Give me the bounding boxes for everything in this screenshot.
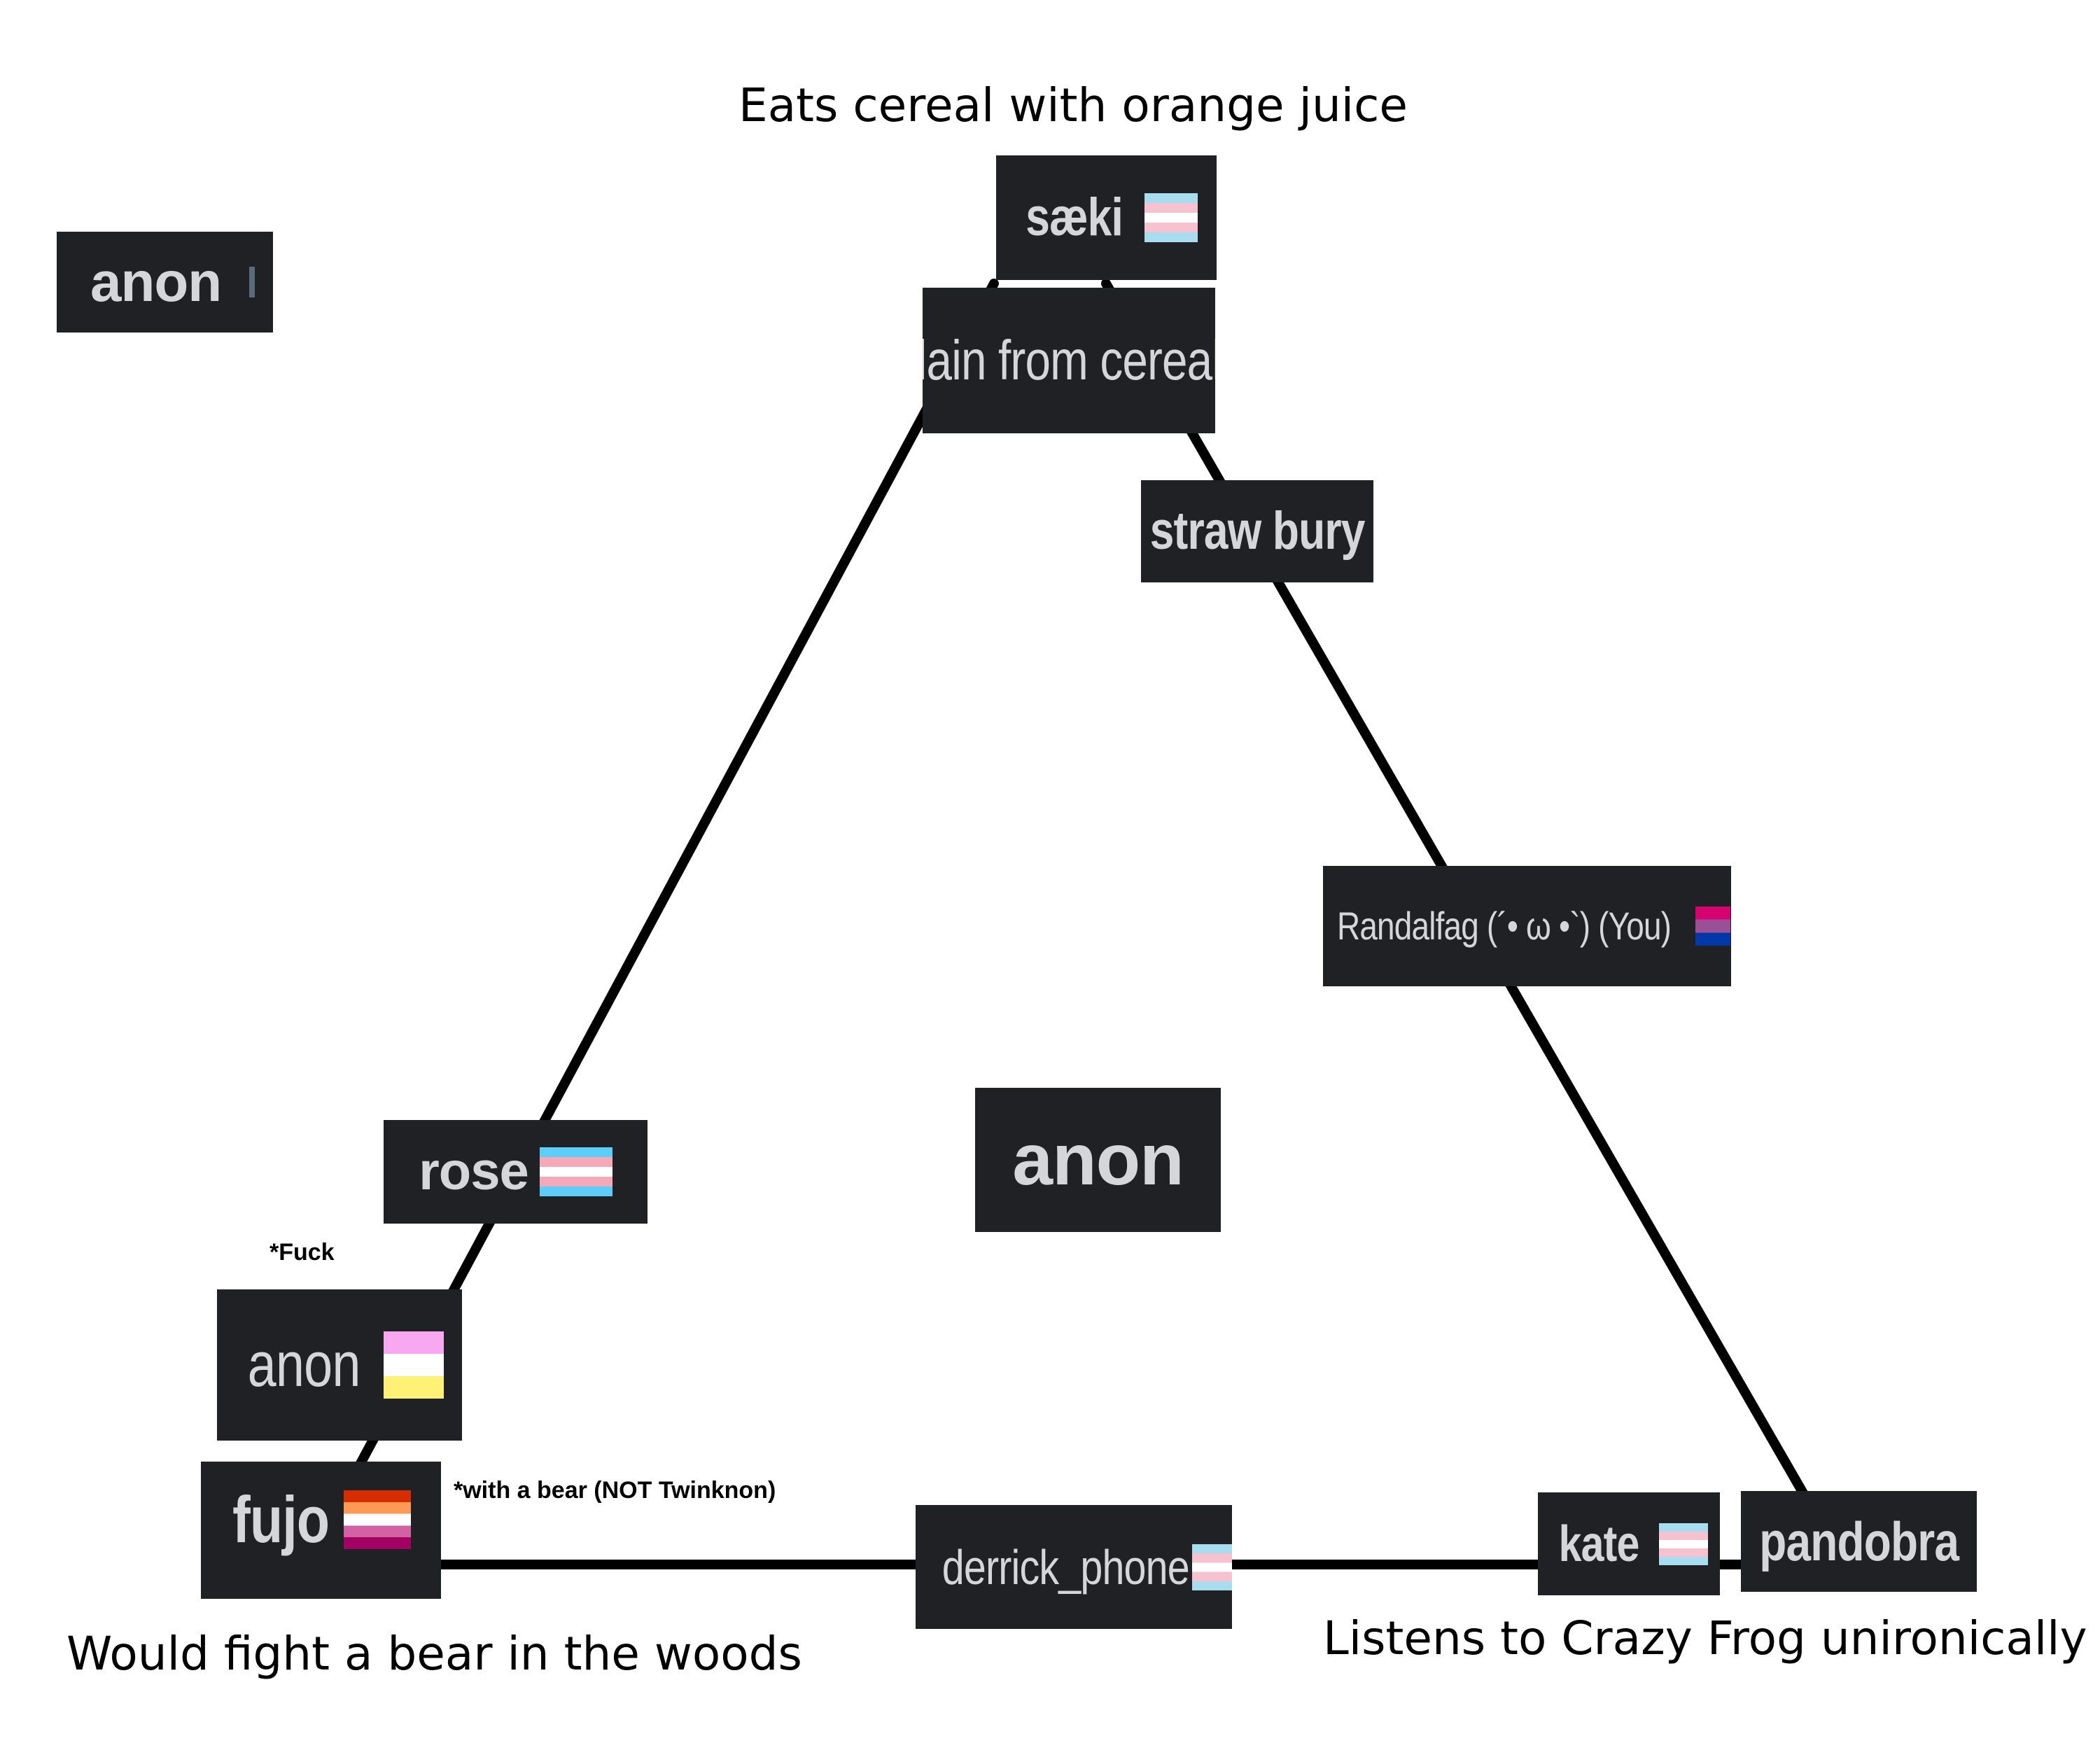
user-tag-lain: lain from cereal — [923, 288, 1215, 433]
user-tag-pandobra: pandobra — [1741, 1491, 1977, 1592]
username: straw bury — [1149, 501, 1366, 561]
username: fujo — [232, 1483, 330, 1556]
user-tag-fujo: fujo — [201, 1462, 441, 1599]
cropped-flag-icon — [249, 267, 255, 298]
lesbian-flag-icon — [344, 1490, 412, 1549]
username: pandobra — [1759, 1511, 1959, 1572]
user-tag-randalfag: Randalfag (´• ω •`) (You) — [1323, 866, 1731, 986]
note-bear: *with a bear (NOT Twinknon) — [454, 1477, 776, 1504]
user-tag-rose: rose — [384, 1120, 648, 1224]
username: kate — [1558, 1516, 1640, 1572]
username: anon — [90, 251, 222, 313]
trans-flag-icon — [539, 1147, 612, 1196]
username: Randalfag (´• ω •`) (You) — [1337, 904, 1672, 948]
user-tag-straw: straw bury — [1141, 480, 1373, 582]
note-fuck: *Fuck — [270, 1239, 335, 1266]
username: anon — [247, 1330, 361, 1400]
trans-flag-icon — [1192, 1544, 1232, 1590]
username: sæki — [1026, 188, 1124, 247]
username: rose — [419, 1142, 529, 1201]
edge-left — [352, 279, 999, 1475]
caption-top: Eats cereal with orange juice — [738, 78, 1408, 132]
user-tag-anon-center: anon — [975, 1088, 1221, 1232]
trans-flag-icon — [1659, 1522, 1709, 1565]
username: lain from cereal — [923, 329, 1215, 391]
username: derrick_phone — [941, 1539, 1189, 1595]
caption-bottom-right: Listens to Crazy Frog unironically — [1323, 1611, 2087, 1665]
caption-bottom-left: Would fight a bear in the woods — [66, 1627, 802, 1681]
user-tag-derrick: derrick_phone — [916, 1505, 1232, 1629]
bi-flag-icon — [1695, 906, 1730, 946]
trans-flag-icon — [1144, 193, 1198, 242]
username: anon — [1012, 1119, 1184, 1200]
user-tag-kate: kate — [1538, 1492, 1720, 1595]
user-tag-anon-flag: anon — [217, 1289, 462, 1441]
user-tag-anon-top-left: anon — [57, 232, 273, 332]
anon-flag-icon — [384, 1331, 444, 1399]
user-tag-saeki: sæki — [996, 155, 1217, 280]
